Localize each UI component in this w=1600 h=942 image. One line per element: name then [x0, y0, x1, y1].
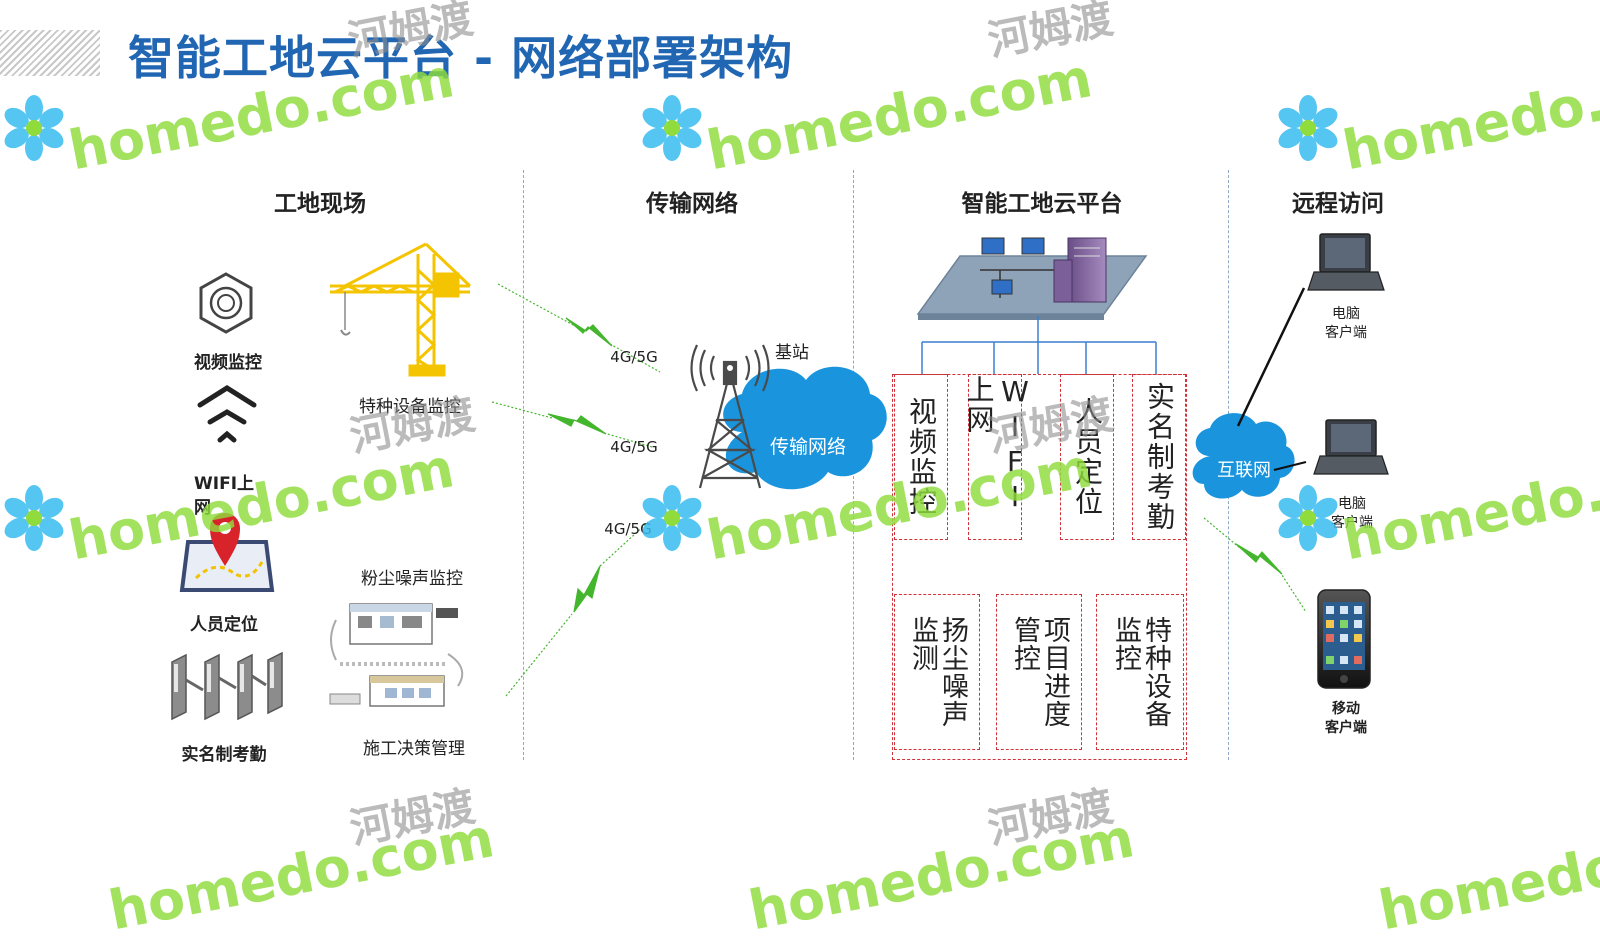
label-transmission-cloud: 传输网络	[769, 436, 847, 458]
laptop-icon	[1313, 419, 1389, 475]
module-wifi: WIFI上网	[963, 374, 1032, 540]
flower-logo-icon	[642, 95, 702, 161]
tower-crane-icon	[330, 242, 472, 377]
label-4g5g-1: 4G/5G	[610, 348, 658, 366]
label-4g5g-2: 4G/5G	[610, 438, 658, 456]
label-decision: 施工决策管理	[363, 739, 465, 759]
module-location-label: 人员定位	[1071, 397, 1104, 517]
mobile-phone-icon	[1317, 589, 1371, 689]
transmission-cloud	[723, 366, 887, 490]
label-personnel-location: 人员定位	[190, 615, 258, 635]
label-dust-noise: 粉尘噪声监控	[361, 569, 463, 589]
label-special-equipment: 特种设备监控	[359, 397, 461, 417]
label-internet: 互联网	[1217, 460, 1271, 481]
page-title: 智能工地云平台 - 网络部署架构	[128, 31, 794, 85]
label-wifi: WIFI上网	[194, 474, 255, 518]
flower-logo-icon	[1278, 485, 1338, 551]
label-pc-client-2: 电脑客户端	[1331, 496, 1373, 531]
flower-logo-icon	[4, 485, 64, 551]
module-progress: 项目进度 管控	[996, 594, 1082, 750]
column-divider	[523, 170, 524, 760]
wifi-icon	[197, 385, 257, 443]
camera-icon	[199, 272, 253, 334]
column-title-platform: 智能工地云平台	[961, 191, 1123, 217]
module-special-equipment-label: 特种设备 监控	[1110, 616, 1171, 728]
dust-noise-monitor-image	[329, 603, 464, 707]
module-progress-label: 项目进度 管控	[1009, 616, 1070, 728]
base-station-icon	[690, 344, 770, 489]
module-video-label: 视频监控	[905, 397, 938, 517]
laptop-icon	[1307, 233, 1385, 291]
platform-connector-lines	[921, 316, 1157, 374]
watermark-logos	[4, 95, 1338, 551]
title-decoration	[0, 30, 100, 76]
wireless-link-lines	[491, 283, 661, 697]
module-location: 人员定位	[1060, 374, 1114, 540]
platform-module-frame	[892, 374, 1187, 760]
flower-logo-icon	[642, 485, 702, 551]
turnstile-icon	[171, 651, 283, 721]
label-mobile-client: 移动客户端	[1325, 701, 1367, 736]
flower-logo-icon	[1278, 95, 1338, 161]
module-attendance: 实名制考勤	[1132, 374, 1186, 540]
column-title-remote: 远程访问	[1292, 191, 1384, 217]
label-4g5g-3: 4G/5G	[604, 520, 652, 538]
internet-cloud	[1192, 413, 1295, 499]
column-title-site: 工地现场	[274, 191, 366, 217]
module-dust-noise-label: 扬尘噪声 监测	[907, 616, 968, 728]
diagram-graphics	[171, 233, 1389, 721]
module-wifi-label: WIFI上网	[962, 375, 1032, 515]
map-pin-icon	[179, 513, 275, 592]
label-base-station: 基站	[775, 343, 809, 363]
module-special-equipment: 特种设备 监控	[1096, 594, 1184, 750]
server-network-icon	[916, 237, 1148, 320]
label-pc-client-1: 电脑客户端	[1325, 306, 1367, 341]
remote-link-lines	[1203, 287, 1307, 613]
module-attendance-label: 实名制考勤	[1143, 382, 1176, 532]
label-video-monitoring: 视频监控	[194, 353, 262, 373]
column-title-network: 传输网络	[646, 191, 738, 217]
flower-logo-icon	[4, 95, 64, 161]
label-attendance: 实名制考勤	[181, 745, 267, 765]
module-dust-noise: 扬尘噪声 监测	[894, 594, 980, 750]
module-video: 视频监控	[894, 374, 948, 540]
